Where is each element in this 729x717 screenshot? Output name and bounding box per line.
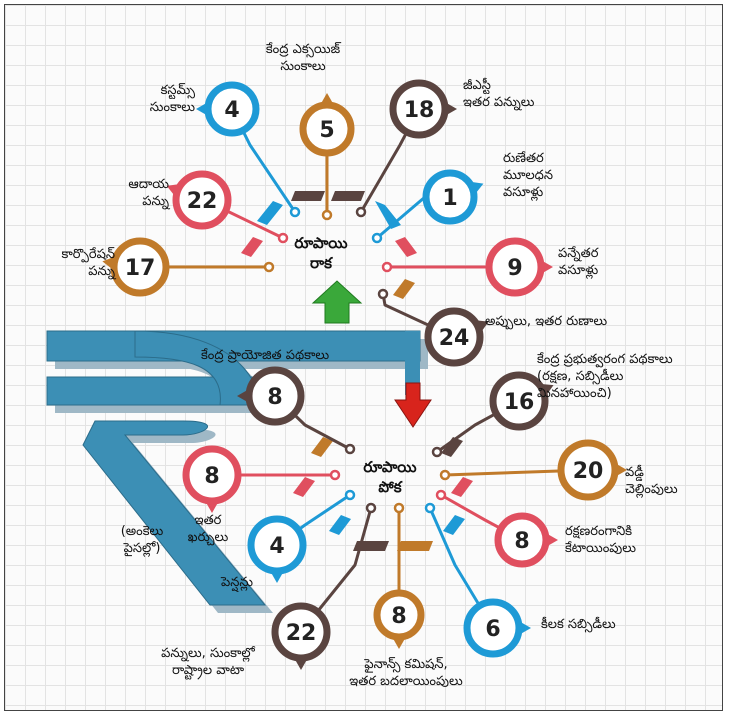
hub-stripe-9 — [293, 477, 315, 497]
expense-junction-states-share — [365, 502, 377, 514]
expense-label-states-share: పన్నులు, సుంకాల్లోరాష్ట్రాల వాటా — [161, 646, 255, 678]
expense-circle-pensions — [247, 515, 307, 575]
expense-junction-other — [329, 469, 341, 481]
income-junction-borrowings — [377, 288, 389, 300]
income-value-excise: 5 — [319, 118, 334, 143]
income-circle-gst — [389, 79, 449, 139]
income-junction-corporation-tax — [263, 261, 275, 273]
expense-label-defence: రక్షణరంగానికికేటాయింపులు — [565, 524, 636, 556]
income-junction-non-tax — [381, 261, 393, 273]
units-note: (అంకెలుపైసల్లో) — [120, 524, 164, 556]
hub-stripe-1 — [331, 191, 365, 201]
income-circle-non-tax — [485, 237, 545, 297]
expense-value-central-sector: 16 — [504, 390, 535, 415]
expense-value-states-share: 22 — [286, 621, 317, 646]
rupee-expense-title: రూపాయిపోక — [363, 458, 417, 496]
income-circle-excise — [299, 101, 355, 157]
income-junction-customs — [289, 206, 301, 218]
expense-label-finance-commission: ఫైనాన్స్ కమిషన్,ఇతర బదలాయింపులు — [349, 657, 463, 689]
income-label-gst: జీఎస్టీఇతర పన్నులు — [463, 78, 535, 110]
expense-circle-css — [245, 366, 305, 426]
infographic-frame: 4 5 18 22 1 17 9 24 8 16 8 20 4 8 22 8 6 రూపాయిరాక రూపాయ… — [4, 4, 723, 711]
rupee-connector — [405, 331, 420, 395]
income-value-non-tax: 9 — [507, 256, 522, 281]
expense-value-other: 8 — [204, 464, 219, 489]
expense-junction-defence — [435, 489, 447, 501]
expense-circle-defence — [494, 512, 550, 568]
hub-stripe-4 — [241, 237, 263, 257]
hub-stripe-7 — [311, 437, 333, 457]
expense-circle-subsidies — [463, 598, 523, 658]
expense-label-css: కేంద్ర ప్రాయోజిత పథకాలు — [201, 348, 330, 363]
red-down-arrow — [394, 382, 432, 428]
hub-stripe-10 — [451, 477, 473, 497]
expense-junction-pensions — [344, 489, 356, 501]
hub-stripe-3 — [375, 201, 401, 229]
expense-junction-finance-commission — [393, 502, 405, 514]
hub-stripe-11 — [329, 515, 351, 535]
expense-value-interest: 20 — [573, 459, 604, 484]
rupee-symbol — [46, 330, 428, 613]
expense-junction-central-sector — [431, 446, 443, 458]
income-junction-excise — [321, 209, 333, 221]
expense-circle-interest — [557, 439, 619, 501]
income-label-customs: కస్టమ్స్సుంకాలు — [149, 83, 195, 115]
income-value-non-debt-capital: 1 — [442, 186, 457, 211]
hub-stripe-2 — [257, 201, 283, 225]
expense-value-finance-commission: 8 — [391, 604, 406, 629]
income-junction-gst — [355, 206, 367, 218]
income-circle-borrowings — [424, 307, 484, 367]
expense-value-css: 8 — [267, 385, 282, 410]
income-value-borrowings: 24 — [439, 326, 470, 351]
hub-stripe-0 — [291, 191, 325, 201]
income-label-borrowings: అప్పులు, ఇతర రుణాలు — [485, 314, 608, 329]
expense-value-subsidies: 6 — [485, 617, 500, 642]
income-value-corporation-tax: 17 — [125, 256, 156, 281]
expense-label-interest: వడ్డీచెల్లింపులు — [625, 465, 678, 497]
expense-circle-finance-commission — [373, 589, 425, 641]
expense-value-defence: 8 — [514, 529, 529, 554]
income-value-gst: 18 — [404, 98, 435, 123]
expense-junction-subsidies — [424, 502, 436, 514]
income-circle-non-debt-capital — [422, 169, 478, 225]
expense-circle-states-share — [271, 602, 331, 662]
income-value-customs: 4 — [224, 98, 239, 123]
rupee-income-title: రూపాయిరాక — [294, 234, 348, 272]
income-circle-corporation-tax — [110, 237, 170, 297]
rupee-face-3 — [82, 420, 267, 606]
hub-stripe-12 — [443, 515, 465, 535]
hub-stripe-6 — [393, 279, 415, 299]
income-label-excise: కేంద్ర ఎక్సయిజ్సుంకాలు — [265, 42, 341, 74]
expense-label-pensions: పెన్షన్లు — [221, 575, 253, 590]
income-junction-income-tax — [277, 232, 289, 244]
green-up-arrow — [311, 280, 363, 324]
expense-junction-css — [344, 443, 356, 455]
income-junction-non-debt-capital — [371, 232, 383, 244]
expense-label-central-sector: కేంద్ర ప్రభుత్వరంగ పథకాలు(రక్షణ, సబ్సిడీ… — [537, 352, 673, 401]
hub-stripe-5 — [395, 237, 417, 257]
expense-junction-interest — [439, 469, 451, 481]
expense-circle-central-sector — [489, 371, 549, 431]
expense-value-pensions: 4 — [269, 534, 284, 559]
hub-stripe-8 — [441, 437, 463, 457]
income-circle-customs — [204, 81, 260, 137]
income-circle-income-tax — [172, 170, 232, 230]
income-value-income-tax: 22 — [187, 189, 218, 214]
expense-label-subsidies: కీలక సబ్సిడీలు — [541, 617, 616, 632]
hub-stripe-14 — [397, 541, 433, 551]
expense-circle-other — [182, 445, 242, 505]
income-label-corporation-tax: కార్పొరేషన్పన్ను — [61, 247, 115, 279]
infographic-graphics: 4 5 18 22 1 17 9 24 8 16 8 20 4 8 22 8 6 — [46, 79, 627, 670]
